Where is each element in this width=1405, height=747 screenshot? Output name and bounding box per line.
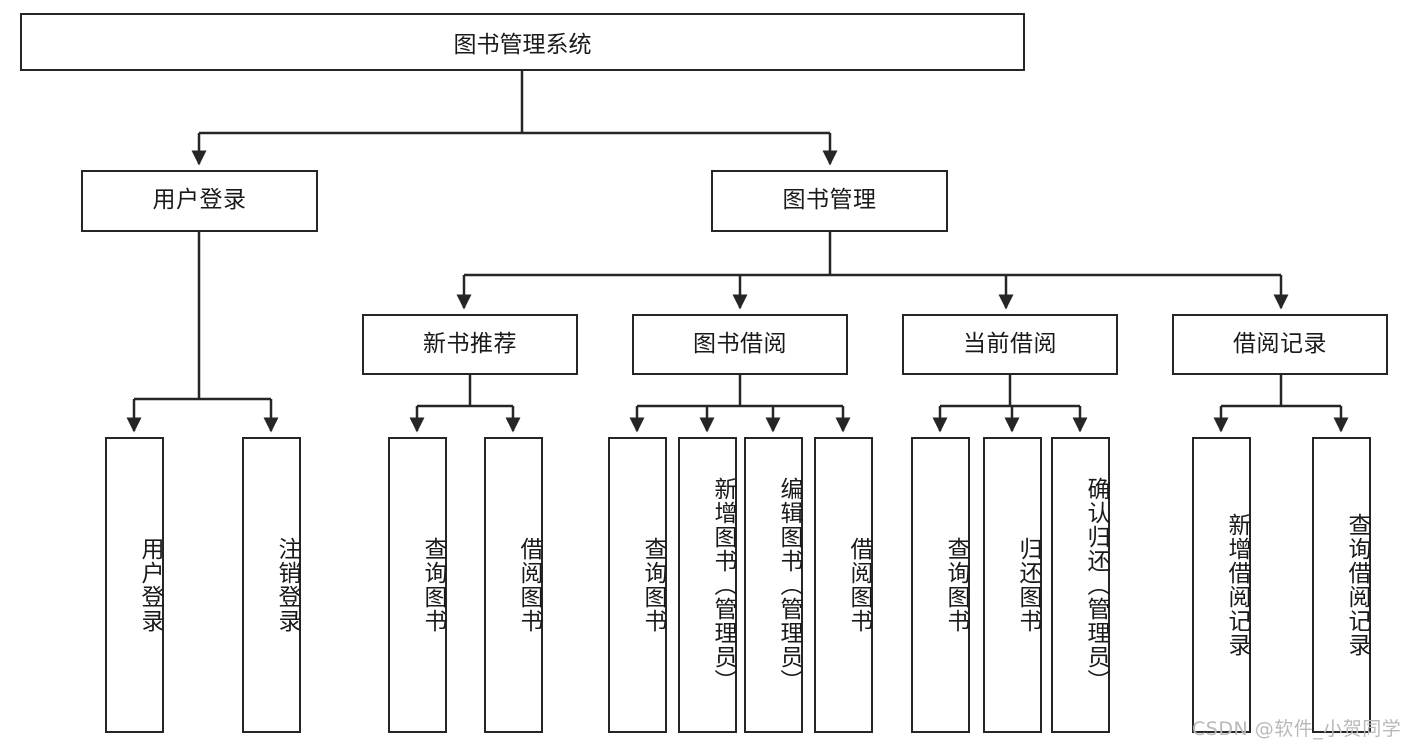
node-label: 归还图书 xyxy=(1015,537,1041,633)
node-label: 当前借阅 xyxy=(963,330,1057,357)
node-leaf-borrow-book-2[interactable]: 借阅图书 xyxy=(814,437,873,733)
node-leaf-confirm-return[interactable]: 确认归还（管理员） xyxy=(1051,437,1110,733)
node-label: 图书管理系统 xyxy=(453,32,592,58)
node-root-system[interactable]: 图书管理系统 xyxy=(20,13,1025,71)
node-book-manage[interactable]: 图书管理 xyxy=(711,170,948,232)
node-label: 编辑图书（管理员） xyxy=(776,477,802,693)
node-leaf-query-record[interactable]: 查询借阅记录 xyxy=(1312,437,1371,733)
node-new-book-rec[interactable]: 新书推荐 xyxy=(362,314,578,375)
node-label: 新增图书（管理员） xyxy=(710,477,736,693)
node-leaf-query-book-1[interactable]: 查询图书 xyxy=(388,437,447,733)
node-label: 注销登录 xyxy=(274,537,300,633)
node-book-borrow[interactable]: 图书借阅 xyxy=(632,314,848,375)
node-borrow-record[interactable]: 借阅记录 xyxy=(1172,314,1388,375)
node-label: 新书推荐 xyxy=(423,330,517,357)
node-label: 用户登录 xyxy=(137,537,163,633)
node-leaf-edit-book[interactable]: 编辑图书（管理员） xyxy=(744,437,803,733)
node-label: 借阅图书 xyxy=(516,537,542,633)
node-label: 用户登录 xyxy=(152,187,247,214)
node-label: 查询图书 xyxy=(640,537,666,633)
node-leaf-query-book-3[interactable]: 查询图书 xyxy=(911,437,970,733)
node-label: 图书管理 xyxy=(782,187,877,214)
node-leaf-user-login[interactable]: 用户登录 xyxy=(105,437,164,733)
node-user-login[interactable]: 用户登录 xyxy=(81,170,318,232)
node-leaf-add-record[interactable]: 新增借阅记录 xyxy=(1192,437,1251,733)
node-label: 借阅图书 xyxy=(846,537,872,633)
node-label: 借阅记录 xyxy=(1233,330,1327,357)
csdn-watermark: CSDN @软件_小贺同学 xyxy=(1192,718,1402,740)
node-leaf-borrow-book-1[interactable]: 借阅图书 xyxy=(484,437,543,733)
node-leaf-user-logout[interactable]: 注销登录 xyxy=(242,437,301,733)
node-label: 新增借阅记录 xyxy=(1224,513,1250,657)
node-label: 图书借阅 xyxy=(693,330,787,357)
node-label: 查询图书 xyxy=(420,537,446,633)
node-leaf-query-book-2[interactable]: 查询图书 xyxy=(608,437,667,733)
node-label: 确认归还（管理员） xyxy=(1083,477,1109,693)
node-leaf-add-book[interactable]: 新增图书（管理员） xyxy=(678,437,737,733)
node-label: 查询借阅记录 xyxy=(1344,513,1370,657)
node-leaf-return-book[interactable]: 归还图书 xyxy=(983,437,1042,733)
node-current-borrow[interactable]: 当前借阅 xyxy=(902,314,1118,375)
node-label: 查询图书 xyxy=(943,537,969,633)
